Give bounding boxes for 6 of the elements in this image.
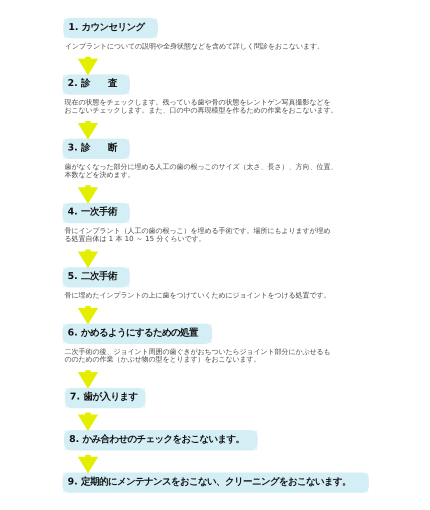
- node-label: 現在の状態をチェックします。残っている歯や骨の状態をレントゲン写真撮影などをおこないチェックします。また、口の中の再現模型を作るための作業をおこないます。: [64, 98, 337, 115]
- node-label: インプラントについての説明や全身状態などを含めて詳しく問診をおこないます。: [64, 41, 324, 50]
- node-label: 二次手術の後、ジョイント周囲の歯ぐきがおちついたらジョイント部分にかぶせるもののための作業（かぶせ物の型をとります）をおこないます。: [64, 346, 330, 364]
- node-label: 骨に埋めたインプラントの上に歯をつけていくためにジョイントをつける処置です。: [64, 290, 330, 300]
- node-label: 歯がなくなった部分に埋める人工の歯の根っこのサイズ（太さ、長さ）、方向、位置、本数などを決めます。: [64, 162, 337, 179]
- node-label: 骨にインプラント（人工の歯の根っこ）を埋める手術です。場所にもよりますが埋める処置自体は 1 本 10 ～ 15 分くらいです。: [64, 226, 330, 244]
